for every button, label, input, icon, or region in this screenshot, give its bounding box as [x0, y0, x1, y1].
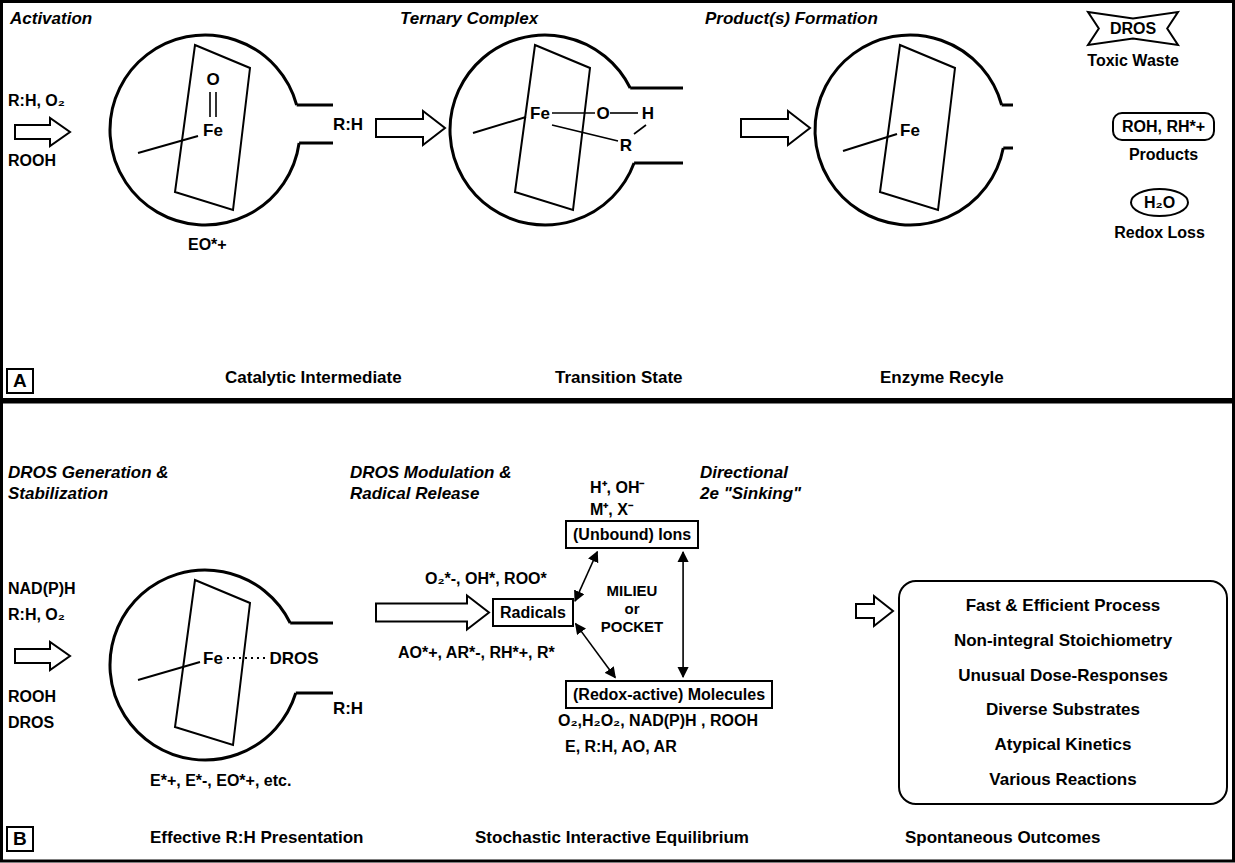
species-label: NAD(P)H [8, 580, 76, 598]
product-box: ROH, RH*+Products [1112, 112, 1215, 141]
node-text: R:H [333, 115, 363, 134]
species-label: O₂,H₂O₂, NAD(P)H , ROOH [558, 712, 758, 730]
species-box: (Redox-active) Molecules [565, 680, 773, 709]
species-label: O₂*-, OH*, ROO* [425, 570, 547, 588]
species-label: R:H, O₂ [8, 92, 65, 110]
stage-heading: Product(s) Formation [705, 8, 878, 29]
species-label: ROOH [8, 688, 56, 706]
axial-bond [473, 117, 526, 133]
species-label: H⁺, OH⁻ [590, 476, 644, 498]
bond-line [552, 112, 595, 114]
bond-line [610, 112, 638, 114]
enzyme-pocket [450, 35, 683, 225]
node-text: ROH, RH*+ [1122, 117, 1205, 136]
outcome-box: Fast & Efficient ProcessNon-integral Sto… [898, 580, 1228, 805]
node-text: Toxic Waste [1087, 51, 1179, 70]
node-text: Fe [203, 649, 223, 668]
node-text: Non-integral Stoichiometry [954, 631, 1172, 650]
node-text: Fe [203, 121, 223, 140]
node-text: Diverse Substrates [986, 700, 1140, 719]
node-text: O [596, 104, 609, 123]
node-text: DROS [1110, 19, 1156, 38]
heme-plane [175, 580, 250, 745]
axial-bond [138, 136, 198, 153]
stage-caption: Enzyme Recyle [880, 368, 1004, 388]
node-text: H₂O [1144, 193, 1175, 212]
node-text: DROS [269, 649, 318, 668]
stage-caption: Catalytic Intermediate [225, 368, 402, 388]
stage-caption: Effective R:H Presentation [150, 828, 364, 848]
enzyme-pocket [110, 35, 333, 225]
node-text: Redox Loss [1114, 223, 1205, 242]
node-text: Unusual Dose-Responses [958, 666, 1168, 685]
species-label: R:H, O₂ [8, 606, 65, 624]
block-arrow [376, 596, 489, 630]
panel-letter: A [6, 368, 34, 394]
waste-star: DROSToxic Waste [1088, 12, 1178, 45]
input-arrow [15, 642, 70, 670]
enzyme-outline [108, 568, 373, 763]
node-text: (Unbound) Ions [573, 525, 691, 544]
stage-heading: Ternary Complex [400, 8, 538, 29]
node-text: R [620, 136, 632, 155]
node-text: H [642, 104, 654, 123]
enzyme-outline [448, 33, 738, 228]
species-label: M⁺, X⁻ [590, 498, 633, 520]
node-text: Fe [900, 121, 920, 140]
axial-bond [843, 134, 897, 151]
bond-line [552, 125, 618, 141]
node-text: R:H [333, 699, 363, 718]
input-arrow [15, 118, 70, 146]
ellipse-shape [1131, 189, 1188, 216]
star-shape [1088, 12, 1178, 45]
double-arrow [682, 552, 684, 677]
region-label: MILIEU or POCKET [600, 582, 664, 636]
species-box: Radicals [492, 598, 574, 627]
panel-frame [2, 2, 1234, 400]
species-box: (Unbound) Ions [565, 520, 699, 549]
axial-bond [138, 662, 200, 680]
node-text: Products [1129, 145, 1198, 164]
enzyme-circle: Fe O HR [448, 33, 738, 228]
panel-letter: B [6, 826, 34, 852]
species-label: AO*+, AR*-, RH*+, R* [398, 644, 555, 662]
outcome-arrow [856, 596, 893, 626]
stage-heading: DROS Generation & Stabilization [8, 462, 183, 504]
species-label: E, R:H, AO, AR [565, 738, 677, 756]
bond-line [634, 125, 646, 134]
enzyme-circle: Fe DROS R:H [108, 568, 373, 763]
stage-heading: Activation [10, 8, 92, 29]
species-label: DROS [8, 714, 54, 732]
stage-caption: Stochastic Interactive Equilibrium [475, 828, 749, 848]
stage-heading: DROS Modulation & Radical Release [350, 462, 525, 504]
block-arrow [376, 111, 445, 145]
stage-caption: Spontaneous Outcomes [905, 828, 1101, 848]
enzyme-pocket [815, 35, 1013, 225]
enzyme-circle: Fe O R:H [108, 33, 373, 228]
double-arrow [575, 552, 597, 601]
node-text: Various Reactions [989, 770, 1136, 789]
node-text: Fast & Efficient Process [966, 596, 1161, 615]
enzyme-circle: Fe [813, 33, 1018, 228]
heme-plane [515, 45, 590, 210]
species-label: EO*+ [188, 236, 227, 254]
bond-line [209, 92, 211, 117]
bond-line [215, 92, 217, 117]
node-text: Radicals [500, 603, 566, 622]
node-text: (Redox-active) Molecules [573, 685, 765, 704]
species-label: ROOH [8, 152, 56, 170]
stage-heading: Directional 2e "Sinking" [700, 462, 805, 504]
panel-frame [2, 402, 1234, 861]
stage-caption: Transition State [555, 368, 683, 388]
enzyme-pocket [110, 570, 333, 760]
bond-line [227, 657, 266, 659]
node-text: Atypical Kinetics [995, 735, 1132, 754]
water-ellipse: H₂ORedox Loss [1130, 188, 1189, 217]
node-text: O [206, 70, 219, 89]
node-text: Fe [530, 104, 550, 123]
species-label: E*+, E*-, EO*+, etc. [150, 772, 291, 790]
block-arrow [741, 111, 810, 145]
heme-plane [175, 45, 250, 210]
heme-plane [880, 45, 955, 210]
